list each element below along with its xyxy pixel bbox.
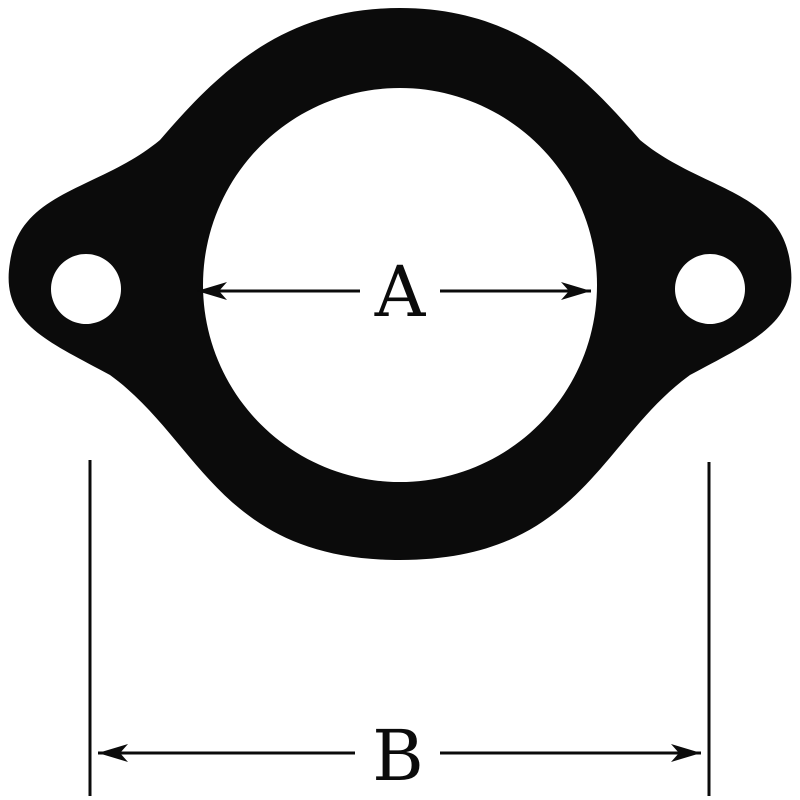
gasket-body xyxy=(8,8,792,560)
dimension-b-label: B xyxy=(372,715,423,797)
dimension-a-label: A xyxy=(374,251,427,333)
